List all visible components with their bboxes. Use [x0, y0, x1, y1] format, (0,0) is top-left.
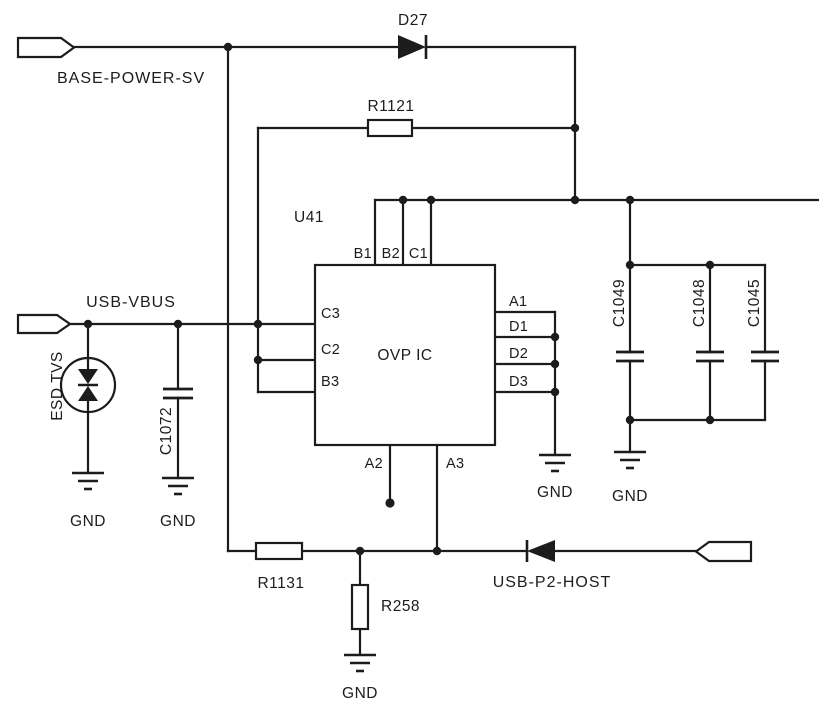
junction-dot: [432, 546, 442, 556]
ic-body: [313, 263, 497, 447]
pin-label-c3: C3: [321, 306, 340, 322]
junction-dot: [550, 332, 560, 342]
connector-usb-vbus: USB-VBUS: [16, 294, 176, 335]
junction-dot: [570, 123, 580, 133]
resistor-body-icon: [254, 541, 304, 561]
capacitor-c1072: C1072: [158, 387, 193, 455]
ref-r1121: R1121: [367, 98, 414, 115]
ref-c1045: C1045: [746, 279, 763, 327]
junction-dot: [550, 359, 560, 369]
tvs-triangle-down-icon: [78, 369, 98, 384]
ref-c1048: C1048: [691, 279, 708, 327]
junction-dot: [398, 195, 408, 205]
junction-dot: [625, 260, 635, 270]
wires: [68, 45, 819, 657]
gnd-label: GND: [70, 513, 106, 530]
net-label-base-power-sv: BASE-POWER-SV: [57, 70, 205, 87]
esd-tvs-diode: ESD TVS: [49, 351, 117, 421]
junction-dot: [83, 319, 93, 329]
ref-d27: D27: [398, 12, 428, 29]
junction-dot: [570, 195, 580, 205]
capacitor-c1049: C1049: [611, 279, 644, 363]
net-label-usb-p2-host: USB-P2-HOST: [493, 574, 612, 591]
ic-u41: U41 OVP IC B1 B2 C1 C3 C2 B3 A1 D1 D2 D3…: [294, 209, 528, 472]
resistor-body-icon: [366, 118, 414, 138]
resistor-r1121: R1121: [366, 98, 414, 138]
pin-label-c2: C2: [321, 342, 340, 358]
resistor-body-icon: [350, 583, 370, 631]
pin-label-d1: D1: [509, 319, 528, 335]
gnd-symbol-right-pins: GND: [537, 453, 573, 501]
junction-dot: [705, 260, 715, 270]
ref-r1131: R1131: [257, 575, 304, 592]
pin-label-c1: C1: [409, 246, 428, 262]
pin-label-d3: D3: [509, 374, 528, 390]
gnd-label: GND: [612, 488, 648, 505]
pin-label-a2: A2: [365, 456, 383, 472]
junction-dot: [705, 415, 715, 425]
ref-esd-tvs: ESD TVS: [49, 351, 66, 421]
junction-dot: [253, 319, 263, 329]
gnd-symbol-r258: GND: [342, 653, 378, 702]
gnd-label: GND: [537, 484, 573, 501]
junction-dot: [223, 42, 233, 52]
junction-dot: [625, 195, 635, 205]
pin-label-a3: A3: [446, 456, 464, 472]
diode-usb-p2-host: [525, 540, 555, 562]
pin-label-b2: B2: [382, 246, 400, 262]
ref-r258: R258: [381, 598, 420, 615]
capacitor-c1048: C1048: [691, 279, 724, 363]
junction-dot: [625, 415, 635, 425]
junction-dot: [426, 195, 436, 205]
connector-usb-p2-host: USB-P2-HOST: [493, 540, 753, 591]
terminal-dot-a2: [385, 498, 395, 508]
ic-type-label: OVP IC: [377, 347, 432, 364]
diode-icon: [527, 540, 555, 562]
gnd-label: GND: [342, 685, 378, 702]
gnd-symbol-caps: GND: [612, 450, 648, 505]
pin-label-b1: B1: [354, 246, 372, 262]
connector-base-power-sv: BASE-POWER-SV: [16, 36, 205, 87]
pin-label-b3: B3: [321, 374, 339, 390]
ref-c1049: C1049: [611, 279, 628, 327]
pin-label-a1: A1: [509, 294, 527, 310]
connector-flag-icon: [16, 36, 76, 59]
junction-dot: [550, 387, 560, 397]
resistor-r258: R258: [350, 583, 420, 631]
resistor-r1131: R1131: [254, 541, 304, 592]
ref-u41: U41: [294, 209, 324, 226]
gnd-symbol-tvs: GND: [70, 471, 106, 530]
gnd-label: GND: [160, 513, 196, 530]
junction-dot: [253, 355, 263, 365]
diode-d27: D27: [398, 12, 428, 59]
junction-dots: [83, 42, 715, 556]
capacitor-c1045: C1045: [746, 279, 779, 363]
net-label-usb-vbus: USB-VBUS: [86, 294, 176, 311]
ref-c1072: C1072: [158, 407, 175, 455]
connector-flag-icon: [16, 313, 72, 335]
tvs-triangle-up-icon: [78, 386, 98, 401]
pin-label-d2: D2: [509, 346, 528, 362]
junction-dot: [355, 546, 365, 556]
diode-icon: [398, 35, 426, 59]
connector-flag-icon: [694, 540, 753, 563]
gnd-symbol-c1072: GND: [160, 476, 196, 530]
junction-dot: [173, 319, 183, 329]
